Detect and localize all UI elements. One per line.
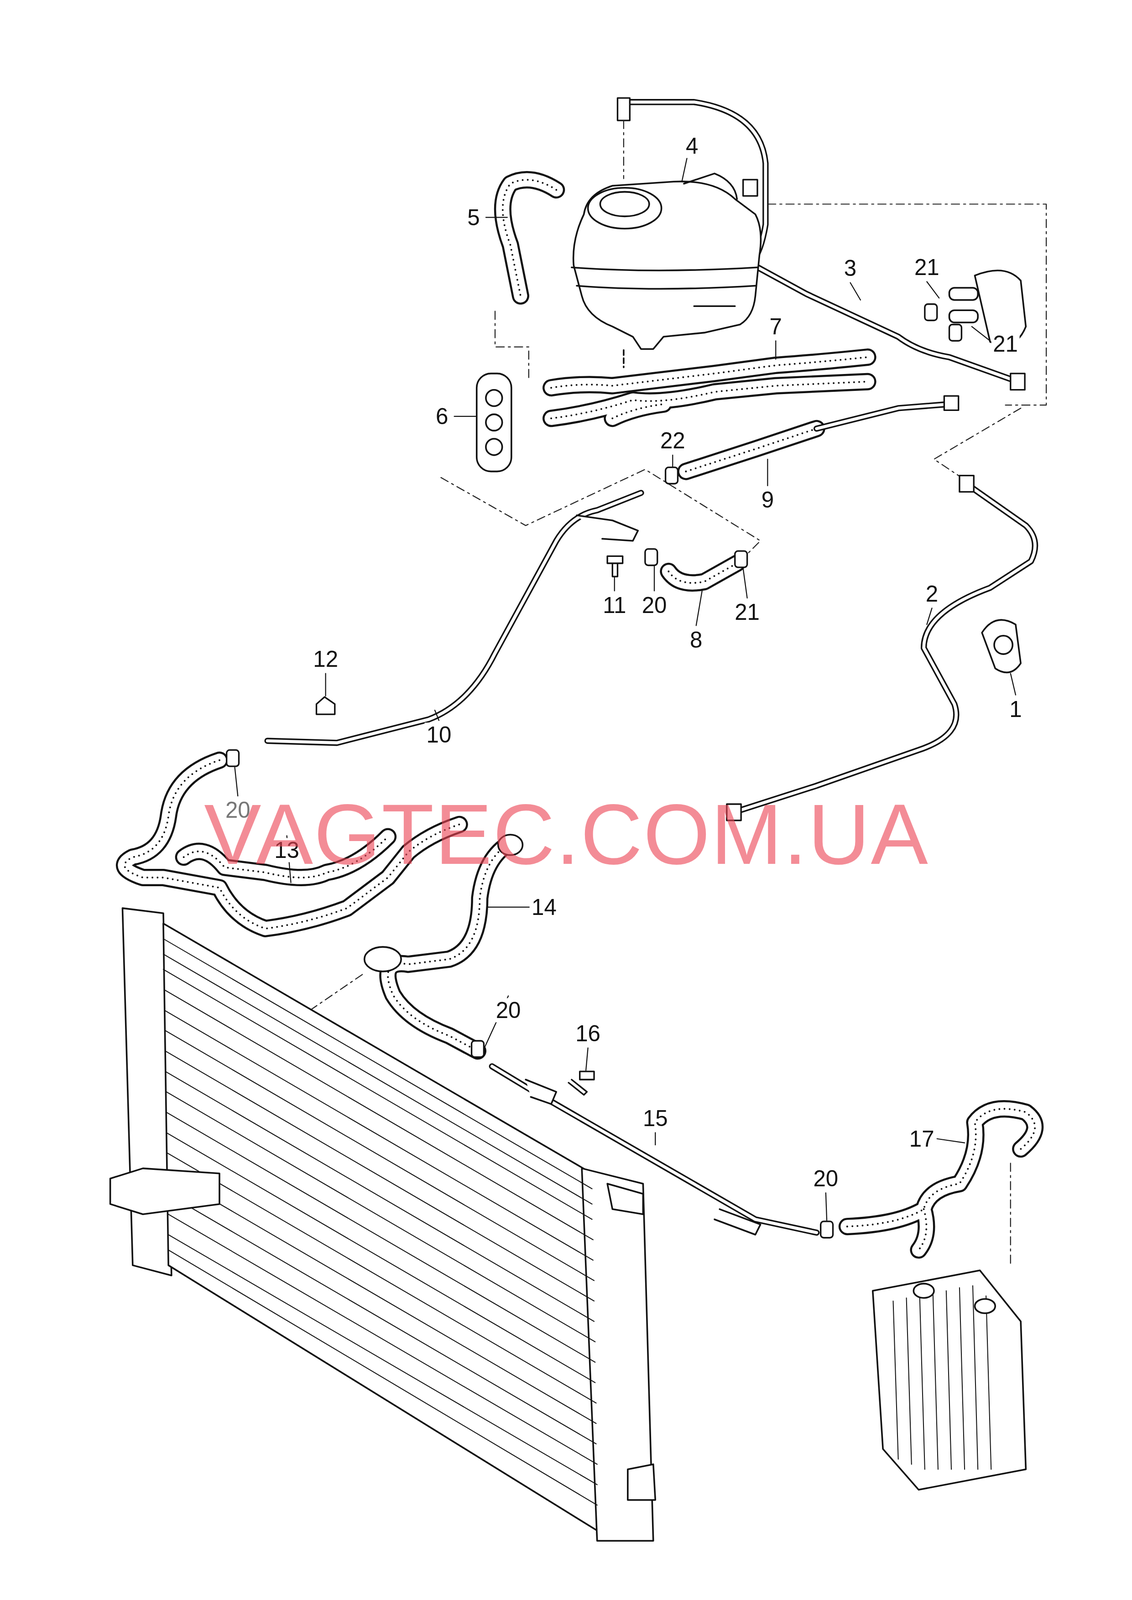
- callout-number: 15: [641, 1106, 670, 1131]
- callout-number: 21: [732, 600, 762, 625]
- callout-number: 2: [923, 581, 940, 606]
- callout-number: 6: [433, 404, 450, 429]
- callout-number: 7: [767, 314, 784, 339]
- callout-number: 20: [640, 593, 669, 618]
- callout-number: 16: [573, 1022, 603, 1047]
- callout-number: 1: [1007, 697, 1024, 722]
- callout-number: 21: [991, 331, 1020, 356]
- oil-cooler: [872, 1270, 1027, 1491]
- leader-line: [234, 158, 1016, 1221]
- callout-number: 21: [912, 255, 942, 280]
- callout-number: 14: [529, 895, 559, 920]
- callout-number: 3: [842, 256, 859, 281]
- grommet: [949, 270, 1027, 673]
- callout-number: 20: [494, 998, 523, 1023]
- watermark: VAGTEC.COM.UA: [203, 792, 929, 878]
- callout-number: 9: [759, 488, 776, 513]
- callout-number: 11: [600, 593, 628, 618]
- callout-number: 10: [424, 722, 454, 747]
- radiator: [110, 908, 656, 1542]
- callout-number: 20: [811, 1166, 840, 1191]
- expansion-tank: [571, 173, 762, 368]
- seal-plate: [476, 373, 512, 472]
- callout-number: 22: [658, 428, 688, 454]
- callout-number: 17: [907, 1126, 937, 1152]
- callout-number: 4: [683, 133, 700, 158]
- callout-number: 5: [465, 205, 482, 230]
- callout-number: 8: [688, 627, 705, 653]
- callout-number: 12: [311, 647, 340, 672]
